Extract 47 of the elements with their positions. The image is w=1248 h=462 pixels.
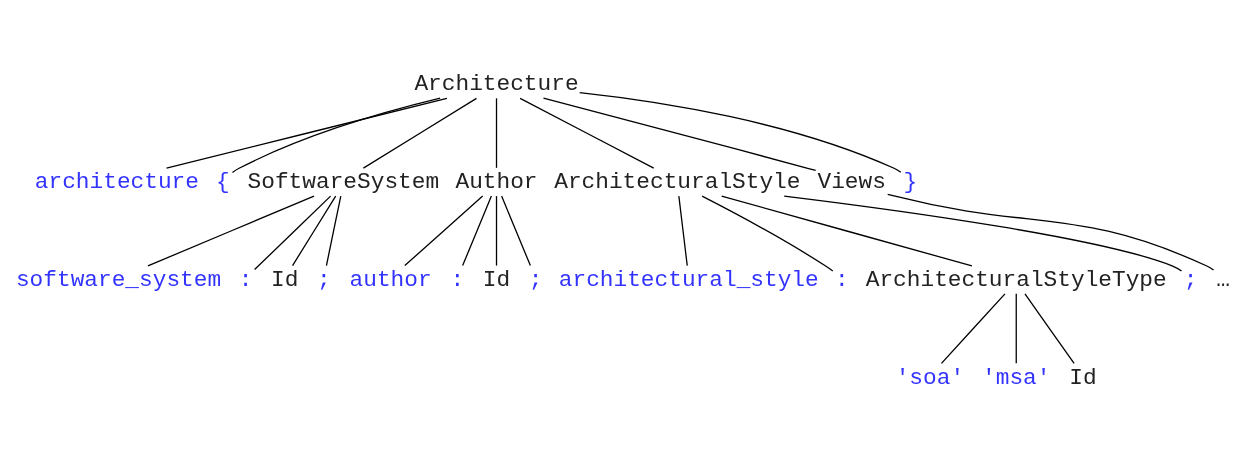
connector	[1024, 293, 1075, 364]
node-text: software_system	[15, 266, 222, 293]
node-text: architecture	[34, 169, 199, 196]
node-text: 'soa'	[895, 364, 965, 391]
connector	[678, 195, 688, 267]
connector	[579, 91, 902, 173]
node-text: :	[835, 266, 849, 293]
node-text: ;	[316, 266, 331, 293]
connector	[291, 195, 337, 267]
node-text: :	[238, 266, 253, 293]
connector	[362, 97, 478, 169]
node-text: ArchitecturalStyle	[554, 169, 801, 196]
connector	[519, 97, 655, 169]
node-text: …	[1216, 266, 1231, 293]
node-text: Id	[482, 266, 511, 293]
node-text: :	[450, 266, 465, 293]
node-text: Architecture	[414, 71, 579, 98]
connector	[495, 195, 498, 267]
node-text: Views	[817, 169, 886, 196]
connector	[495, 97, 498, 169]
node-text: Id	[271, 266, 299, 293]
connector	[147, 195, 315, 267]
node-text: SoftwareSystem	[247, 169, 440, 196]
connector	[404, 195, 484, 267]
connector	[783, 195, 1183, 272]
node-text: architectural_style	[558, 266, 819, 293]
connector	[325, 195, 342, 267]
connector	[542, 97, 817, 172]
node-text: {	[215, 169, 230, 196]
node-text: Id	[1069, 364, 1097, 391]
node-text: ;	[1183, 266, 1198, 293]
connector	[701, 195, 834, 272]
connector	[887, 193, 1215, 271]
connector	[940, 293, 1006, 364]
node-text: author	[349, 266, 432, 293]
connector	[721, 195, 973, 267]
connector	[462, 195, 493, 267]
connector	[501, 195, 532, 267]
connector	[231, 97, 441, 174]
node-text: ArchitecturalStyleType	[865, 266, 1167, 293]
node-text: Author	[455, 169, 538, 196]
connector	[165, 97, 448, 169]
node-text: 'msa'	[982, 364, 1051, 391]
node-text: ;	[528, 266, 543, 293]
node-text: }	[903, 169, 918, 196]
connector	[253, 195, 332, 271]
connector	[1015, 293, 1017, 364]
